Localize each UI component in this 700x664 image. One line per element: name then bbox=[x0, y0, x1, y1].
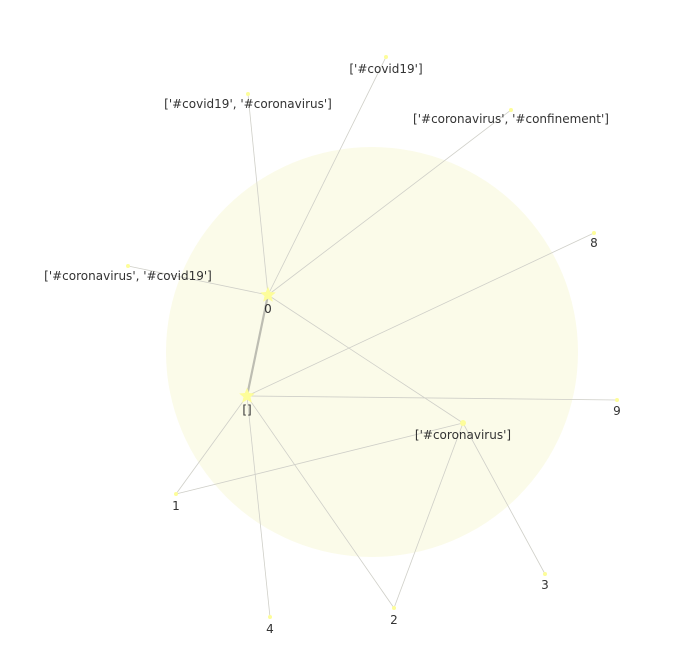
node-label-covid19: ['#covid19'] bbox=[349, 62, 422, 76]
node-label-coronavirus_confinement: ['#coronavirus', '#confinement'] bbox=[413, 112, 609, 126]
node-n1[interactable] bbox=[174, 492, 178, 496]
edge-coronavirus-n1 bbox=[175, 422, 464, 495]
node-label-coronavirus_covid19: ['#coronavirus', '#covid19'] bbox=[44, 269, 212, 283]
node-label-zero: 0 bbox=[264, 302, 272, 316]
label-layer: 0 [] ['#coronavirus'] ['#covid19'] ['#covid1… bbox=[44, 62, 621, 636]
node-coronavirus_covid19[interactable] bbox=[126, 264, 130, 268]
edge-zero-covid19_coronavirus bbox=[247, 93, 269, 296]
node-label-n8: 8 bbox=[590, 236, 598, 250]
node-empty[interactable] bbox=[239, 387, 255, 403]
node-n2[interactable] bbox=[392, 606, 396, 610]
edge-zero-coronavirus_confinement bbox=[267, 109, 512, 296]
edge-empty-n9 bbox=[246, 395, 618, 401]
node-zero[interactable] bbox=[260, 286, 276, 302]
node-label-coronavirus: ['#coronavirus'] bbox=[415, 428, 511, 442]
node-label-n9: 9 bbox=[613, 404, 621, 418]
node-n4[interactable] bbox=[268, 615, 272, 619]
edge-empty-n8 bbox=[246, 232, 595, 397]
edge-empty-n4 bbox=[246, 395, 271, 618]
node-covid19[interactable] bbox=[384, 55, 388, 59]
node-label-n1: 1 bbox=[172, 499, 180, 513]
node-label-covid19_coronavirus: ['#covid19', '#coronavirus'] bbox=[164, 97, 332, 111]
node-n8[interactable] bbox=[592, 231, 596, 235]
edge-zero-empty bbox=[245, 294, 270, 397]
node-coronavirus_confinement[interactable] bbox=[509, 108, 513, 112]
node-label-n2: 2 bbox=[390, 613, 398, 627]
cluster-background bbox=[166, 147, 578, 557]
edge-empty-n1 bbox=[175, 395, 248, 495]
node-coronavirus[interactable] bbox=[460, 420, 466, 426]
node-layer bbox=[126, 55, 619, 619]
node-n9[interactable] bbox=[615, 398, 619, 402]
edge-zero-covid19 bbox=[267, 56, 387, 296]
node-label-n3: 3 bbox=[541, 578, 549, 592]
edge-zero-coronavirus_covid19 bbox=[127, 265, 269, 296]
node-label-n4: 4 bbox=[266, 622, 274, 636]
edge-zero-coronavirus bbox=[267, 294, 464, 424]
edge-empty-n2 bbox=[246, 395, 395, 609]
edge-coronavirus-n3 bbox=[462, 422, 546, 575]
edge-coronavirus-n2 bbox=[393, 422, 464, 609]
node-n3[interactable] bbox=[543, 572, 547, 576]
edge-layer bbox=[127, 56, 618, 618]
node-covid19_coronavirus[interactable] bbox=[246, 92, 250, 96]
node-label-empty: [] bbox=[242, 403, 251, 417]
